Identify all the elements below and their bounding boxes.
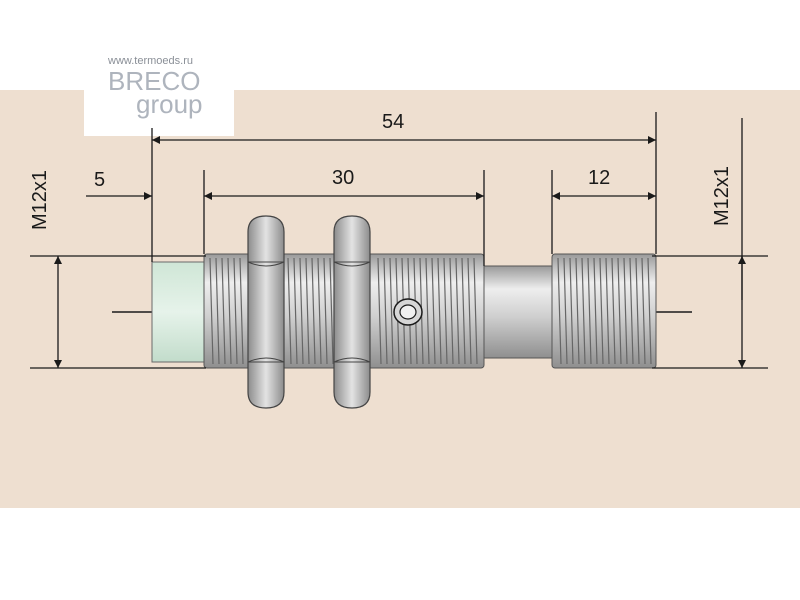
thread-line bbox=[467, 257, 472, 365]
thread-line bbox=[623, 257, 628, 365]
thread-line bbox=[461, 257, 466, 365]
thread-line bbox=[209, 257, 214, 365]
thread-line bbox=[425, 257, 430, 365]
thread-line bbox=[239, 257, 244, 365]
thread-line bbox=[473, 257, 478, 365]
thread-line bbox=[311, 257, 316, 365]
thread-line bbox=[599, 257, 604, 365]
dim-label-thread-right: M12x1 bbox=[711, 166, 733, 226]
thread-line bbox=[641, 257, 646, 365]
thread-lines-end bbox=[557, 257, 652, 365]
thread-line bbox=[629, 257, 634, 365]
thread-line bbox=[377, 257, 382, 365]
thread-line bbox=[593, 257, 598, 365]
thread-line bbox=[383, 257, 388, 365]
thread-line bbox=[437, 257, 442, 365]
svg-text:BRECO: BRECO bbox=[108, 66, 200, 96]
dim-label-30: 30 bbox=[332, 167, 354, 189]
thread-line bbox=[317, 257, 322, 365]
thread-line bbox=[215, 257, 220, 365]
thread-line bbox=[299, 257, 304, 365]
thread-line bbox=[233, 257, 238, 365]
thread-line bbox=[617, 257, 622, 365]
thread-line bbox=[647, 257, 652, 365]
thread-line bbox=[587, 257, 592, 365]
thread-line bbox=[449, 257, 454, 365]
thread-line bbox=[227, 257, 232, 365]
end-thread-section bbox=[551, 253, 657, 369]
thread-line bbox=[221, 257, 226, 365]
neck-section bbox=[483, 265, 553, 359]
thread-line bbox=[293, 257, 298, 365]
thread-lines-main bbox=[209, 257, 478, 365]
hex-nut-left bbox=[247, 215, 285, 409]
thread-line bbox=[569, 257, 574, 365]
thread-line bbox=[575, 257, 580, 365]
thread-line bbox=[557, 257, 562, 365]
dim-label-12: 12 bbox=[588, 167, 610, 189]
dimension-lines bbox=[54, 118, 746, 368]
sensing-face bbox=[151, 261, 205, 363]
thread-line bbox=[287, 257, 292, 365]
svg-text:www.termoeds.ru: www.termoeds.ru bbox=[107, 55, 193, 67]
thread-line bbox=[305, 257, 310, 365]
sensor-body bbox=[151, 253, 657, 369]
thread-line bbox=[323, 257, 328, 365]
thread-line bbox=[581, 257, 586, 365]
thread-line bbox=[605, 257, 610, 365]
thread-line bbox=[563, 257, 568, 365]
dim-label-5: 5 bbox=[94, 169, 105, 191]
thread-line bbox=[635, 257, 640, 365]
svg-text:group: group bbox=[136, 89, 203, 119]
hex-nut-right bbox=[333, 215, 371, 409]
thread-line bbox=[431, 257, 436, 365]
thread-line bbox=[443, 257, 448, 365]
thread-line bbox=[389, 257, 394, 365]
breco-logo: www.termoeds.ru BRECO group bbox=[84, 48, 234, 136]
thread-line bbox=[455, 257, 460, 365]
dim-label-thread-left: M12x1 bbox=[29, 170, 51, 230]
thread-line bbox=[329, 257, 334, 365]
thread-line bbox=[611, 257, 616, 365]
dim-label-54: 54 bbox=[382, 111, 404, 133]
